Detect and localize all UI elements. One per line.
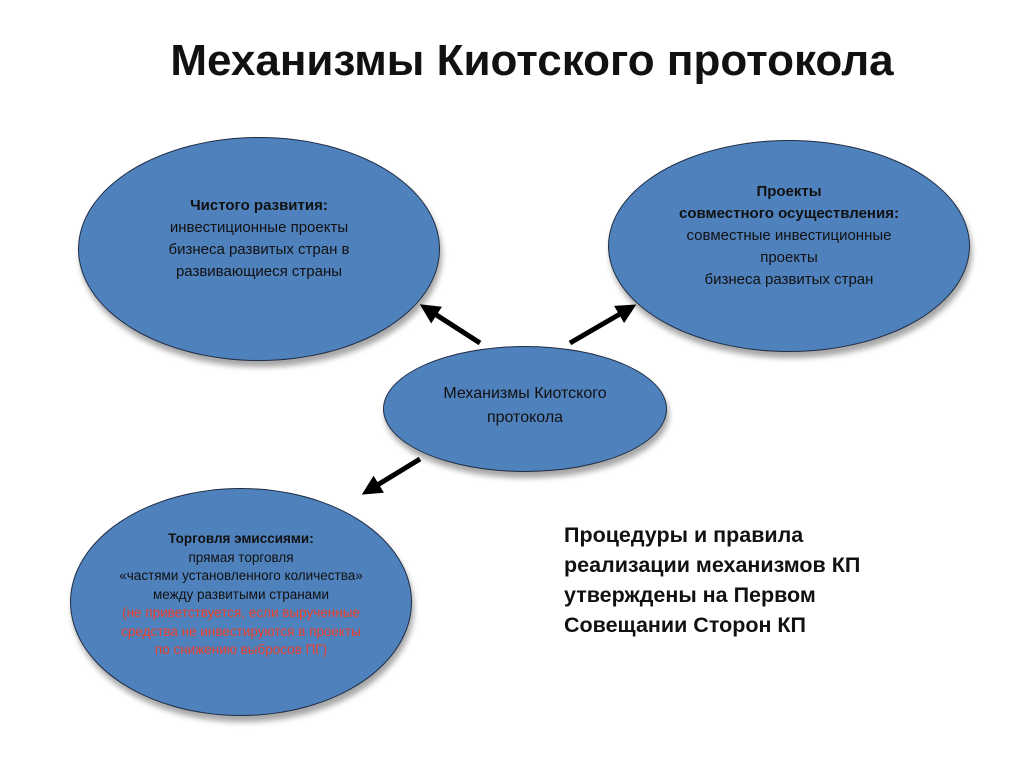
clean-development-heading: Чистого развития: (190, 197, 328, 214)
clean-development-ellipse: Чистого развития: инвестиционные проекты… (78, 137, 440, 361)
procedures-note-line: реализации механизмов КП (564, 553, 861, 577)
procedures-note-line: Совещании Сторон КП (564, 613, 807, 637)
center-ellipse: Механизмы Киотского протокола (383, 346, 667, 472)
clean-development-line: бизнеса развитых стран в (168, 241, 350, 258)
joint-implementation-ellipse: Проекты совместного осуществления: совме… (608, 140, 970, 352)
arrow-to-emissions-trading (361, 456, 422, 495)
joint-implementation-line: бизнеса развитых стран (704, 271, 874, 288)
emissions-trading-line: прямая торговля (188, 549, 294, 565)
center-label: протокола (486, 409, 564, 426)
procedures-note-line: Процедуры и правила (564, 523, 804, 547)
arrow-to-clean-development (419, 304, 482, 346)
emissions-trading-note: (не приветствуется, если вырученные (122, 605, 360, 621)
procedures-note: Процедуры и правила реализации механизмо… (564, 520, 860, 640)
page-title: Механизмы Киотского протокола (170, 36, 894, 85)
emissions-trading-line: между развитыми странами (152, 586, 329, 602)
center-label: Механизмы Киотского (443, 385, 607, 402)
clean-development-line: инвестиционные проекты (169, 219, 349, 236)
emissions-trading-heading: Торговля эмиссиями: (168, 531, 314, 547)
joint-implementation-heading: Проекты (756, 183, 822, 200)
emissions-trading-ellipse: Торговля эмиссиями: прямая торговля «час… (70, 488, 412, 716)
joint-implementation-line: проекты (760, 249, 818, 266)
procedures-note-line: утверждены на Первом (564, 583, 816, 607)
emissions-trading-note: по снижению выбросов ПГ) (154, 642, 328, 658)
joint-implementation-heading: совместного осуществления: (679, 205, 899, 222)
arrow-to-joint-implementation (568, 304, 637, 346)
joint-implementation-line: совместные инвестиционные (686, 227, 892, 244)
clean-development-line: развивающиеся страны (175, 263, 343, 280)
emissions-trading-line: «частями установленного количества» (119, 568, 363, 584)
emissions-trading-note: средства не инвестируются в проекты (121, 623, 361, 639)
